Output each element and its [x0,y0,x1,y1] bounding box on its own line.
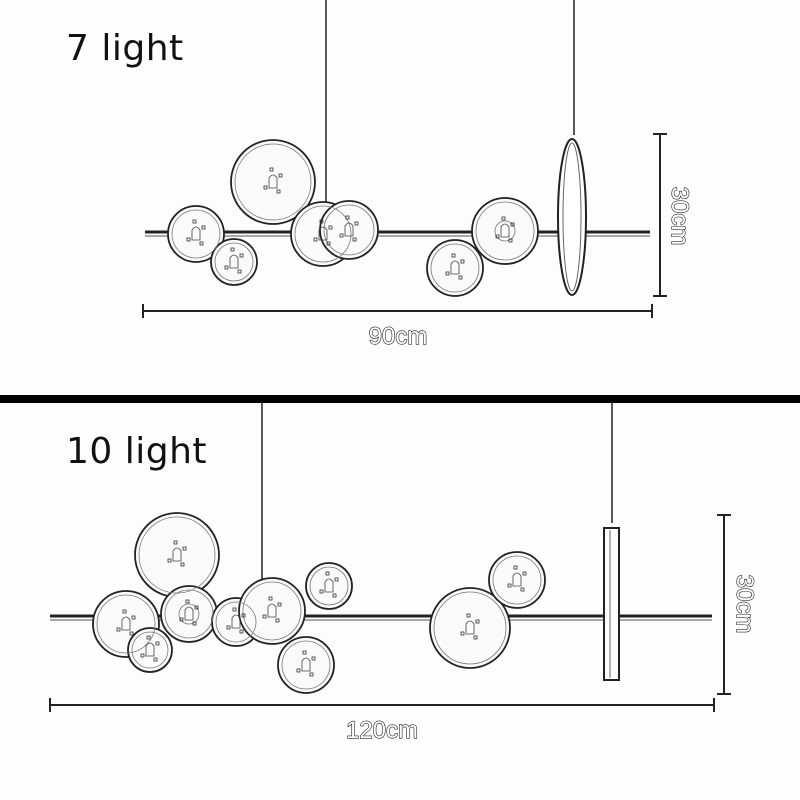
width-label: 120cm [346,717,418,744]
end-panel [603,527,620,681]
height-dimension-line [653,133,667,297]
height-label: 30cm [666,187,693,246]
width-label: 90cm [369,323,428,350]
chandelier-10-light-drawing: 120cm 30cm [49,403,759,745]
section-divider [0,395,800,403]
width-dimension-line [142,304,653,318]
globes [167,139,539,297]
diagram-10-light: 10 light [0,403,800,800]
height-label: 30cm [731,575,758,634]
globes [92,512,546,694]
diagram-title: 10 light [66,431,208,472]
height-dimension-line [717,514,731,695]
end-ring [557,138,587,296]
width-dimension-line [49,698,715,712]
chandelier-7-light-drawing: 90cm 30cm [142,0,694,351]
diagram-title: 7 light [66,28,184,69]
diagram-7-light: 7 light [0,0,800,395]
